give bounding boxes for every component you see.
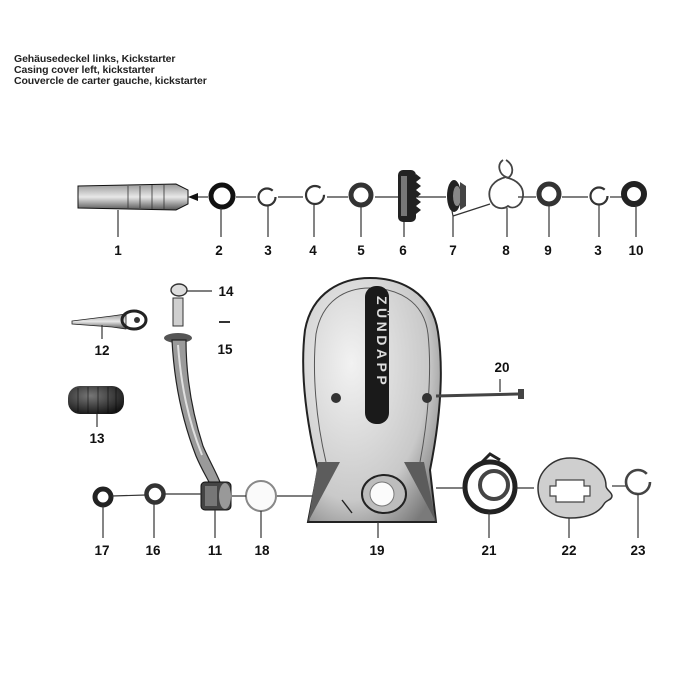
spring-clip-part (488, 159, 524, 210)
washer-medium-part (144, 483, 166, 505)
part-number-18: 18 (254, 543, 270, 558)
part-number-6: 6 (399, 243, 407, 258)
kickstarter-shaft-part (77, 183, 198, 211)
retaining-ring-part (624, 468, 652, 496)
seal-ring-part (621, 181, 647, 207)
title-french: Couvercle de carter gauche, kickstarter (14, 75, 207, 87)
part-number-12: 12 (94, 343, 109, 358)
part-number-20: 20 (494, 360, 509, 375)
thrust-washer-part (348, 182, 374, 208)
oil-seal-part (245, 480, 277, 512)
casing-cover-part: ZÜNDAPP (302, 276, 442, 523)
cover-screw-part (435, 389, 524, 399)
snap-ring-part (304, 184, 326, 206)
part-number-9: 9 (544, 243, 552, 258)
part-number-8: 8 (502, 243, 510, 258)
part-number-5: 5 (357, 243, 365, 258)
ratchet-gear-part (398, 170, 421, 222)
title-english: Casing cover left, kickstarter (14, 64, 155, 76)
ratchet-disc-part (447, 180, 466, 212)
part-number-23: 23 (630, 543, 646, 558)
part-number-4: 4 (309, 243, 317, 258)
part-number-2: 2 (215, 243, 223, 258)
part-number-16: 16 (145, 543, 161, 558)
part-number-14: 14 (218, 284, 234, 299)
part-number-3: 3 (264, 243, 272, 258)
part-number-21: 21 (481, 543, 497, 558)
diagram-title: Gehäusedeckel links, Kickstarter Casing … (14, 54, 207, 87)
kick-pedal-clamp-part (71, 309, 148, 331)
kickstarter-lever-part (164, 297, 232, 511)
part-number-10: 10 (628, 243, 643, 258)
spacer-washer-part (536, 181, 562, 207)
part-number-19: 19 (369, 543, 384, 558)
lock-plate-part (537, 457, 613, 519)
rubber-grip-part (68, 386, 124, 414)
part-number-11: 11 (208, 543, 223, 558)
washer-part (208, 182, 236, 210)
cover-brand-lettering: ZÜNDAPP (374, 296, 390, 388)
circlip-part-2 (589, 186, 609, 206)
part-number-7: 7 (449, 243, 457, 258)
part-number-1: 1 (114, 243, 122, 258)
washer-small-part (92, 486, 114, 508)
circlip-part (257, 187, 277, 207)
return-spring-part (462, 452, 518, 515)
part-number-22: 22 (561, 543, 576, 558)
part-number-17: 17 (94, 543, 109, 558)
part-number-15: 15 (217, 342, 233, 357)
title-german: Gehäusedeckel links, Kickstarter (14, 53, 176, 65)
part-number-13: 13 (89, 431, 105, 446)
part-number-3-second: 3 (594, 243, 602, 258)
ball-knob-part (170, 283, 188, 297)
top-row-callout-lines (117, 203, 637, 237)
